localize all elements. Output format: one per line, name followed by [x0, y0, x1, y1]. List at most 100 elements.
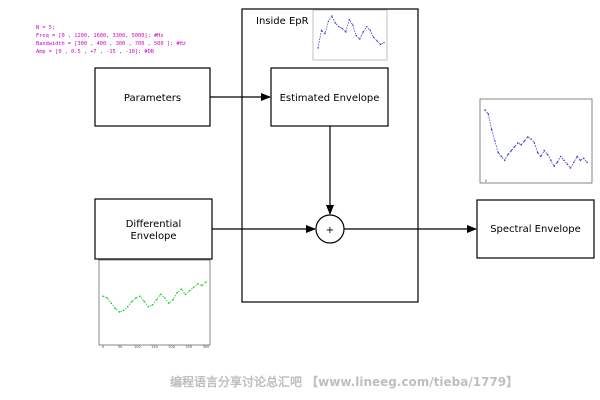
output-plot-point — [556, 161, 559, 163]
differential-plot-point — [114, 307, 117, 310]
differential-envelope-label-line2: Envelope — [130, 231, 176, 242]
inset-plot-point — [358, 38, 361, 40]
parameters-box — [94, 67, 211, 127]
inset-plot — [312, 9, 388, 61]
inset-plot-point — [334, 22, 337, 24]
output-plot-point — [563, 159, 565, 162]
output-plot-point — [579, 159, 582, 162]
output-plot-point — [559, 155, 562, 158]
output-plot-point — [533, 142, 536, 144]
differential-plot-tick-label: 0 — [102, 345, 104, 349]
spectral-envelope-label: Spectral Envelope — [490, 224, 581, 235]
output-plot-point — [576, 155, 578, 158]
inset-plot-point — [369, 29, 371, 31]
output-plot-point — [566, 163, 569, 165]
differential-plot-point — [192, 286, 195, 289]
differential-plot-point — [135, 297, 137, 299]
differential-plot-point — [147, 305, 150, 308]
inset-plot-point — [317, 47, 319, 49]
differential-plot-series — [102, 281, 207, 313]
summing-node-symbol: + — [326, 225, 334, 236]
output-plot-point — [550, 159, 552, 162]
output-plot-point — [573, 161, 575, 163]
code-line-n: N = 5; — [36, 25, 55, 31]
differential-plot-point — [143, 300, 145, 303]
output-plot-point — [487, 113, 490, 115]
parameters-label: Parameters — [124, 93, 181, 104]
code-line-bandwidth: Bandwidth = [300 , 400 , 300 , 700 , 500… — [36, 41, 186, 47]
output-plot-point — [523, 140, 526, 142]
differential-plot-point — [118, 311, 121, 313]
output-plot-point — [490, 128, 493, 131]
code-snippet: N = 5; Freq = [0 , 1200, 1600, 3300, 500… — [36, 25, 186, 55]
inset-plot-point — [327, 20, 330, 23]
differential-envelope-box — [94, 198, 213, 260]
differential-plot-point — [122, 309, 125, 312]
differential-plot-point — [172, 298, 174, 301]
output-plot-point — [513, 145, 516, 148]
differential-plot-point — [102, 295, 104, 297]
differential-plot-point — [151, 304, 154, 306]
inset-plot-point — [355, 34, 357, 37]
differential-plot-tick-label: 250 — [185, 345, 192, 349]
inset-plot-point — [345, 31, 347, 33]
watermark-text: 编程语言分享讨论总汇吧 【www.lineeg.com/tieba/1779】 — [169, 374, 518, 389]
output-plot-point — [586, 161, 588, 163]
differential-plot-point — [106, 297, 108, 299]
differential-plot-point — [131, 300, 133, 303]
output-plot-point — [494, 140, 496, 142]
differential-plot-point — [180, 288, 183, 290]
output-plot-point — [530, 138, 532, 140]
output-plot-point — [510, 149, 513, 152]
differential-plot-tick-label: 200 — [168, 345, 175, 349]
differential-plot-point — [188, 290, 191, 292]
output-plot-frame — [479, 98, 593, 184]
differential-plot-tick-label: 100 — [134, 345, 141, 349]
inset-plot-point — [352, 24, 354, 26]
differential-plot-point — [155, 298, 158, 301]
differential-plot-tick-label: 50 — [118, 345, 122, 349]
inside-epr-label: Inside EpR — [256, 16, 309, 27]
differential-plot-point — [110, 302, 113, 304]
output-plot-ticks: 0 — [485, 179, 487, 183]
differential-plot-tick-label: 300 — [203, 345, 210, 349]
inset-plot-series — [317, 15, 385, 49]
inset-plot-point — [376, 40, 378, 42]
output-plot-point — [484, 109, 486, 111]
inset-plot-point — [324, 33, 326, 35]
inset-plot-point — [365, 25, 368, 28]
inset-plot-point — [362, 31, 364, 33]
differential-plot-point — [184, 293, 187, 296]
output-plot-point — [536, 151, 539, 154]
differential-plot-point — [164, 297, 166, 299]
differential-plot-point — [176, 291, 178, 294]
differential-plot-point — [205, 281, 207, 283]
differential-plot-point — [168, 302, 170, 304]
inside-epr-container — [241, 8, 419, 303]
output-plot-point — [582, 157, 585, 160]
inset-plot-point — [341, 27, 344, 30]
output-plot: 0 — [479, 98, 593, 184]
output-plot-point — [507, 153, 509, 156]
differential-plot-point — [159, 293, 162, 296]
inset-plot-point — [383, 41, 385, 44]
output-plot-point — [540, 155, 542, 158]
inset-plot-point — [331, 15, 333, 17]
output-plot-series — [484, 109, 588, 169]
inset-plot-point — [348, 18, 350, 21]
estimated-envelope-label: Estimated Envelope — [280, 93, 380, 104]
inset-plot-point — [372, 36, 375, 39]
differential-plot-point — [201, 284, 203, 287]
differential-plot-point — [139, 295, 141, 297]
output-plot-tick-label: 0 — [485, 179, 487, 183]
estimated-envelope-box — [270, 67, 389, 127]
code-line-freq: Freq = [0 , 1200, 1600, 3300, 5000]; #Hz — [36, 33, 164, 39]
output-plot-point — [520, 144, 522, 146]
output-plot-point — [546, 153, 549, 156]
output-plot-point — [517, 142, 519, 144]
differential-envelope-label-line1: Differential — [126, 219, 182, 230]
output-plot-point — [526, 136, 529, 138]
differential-plot-line — [102, 281, 207, 313]
